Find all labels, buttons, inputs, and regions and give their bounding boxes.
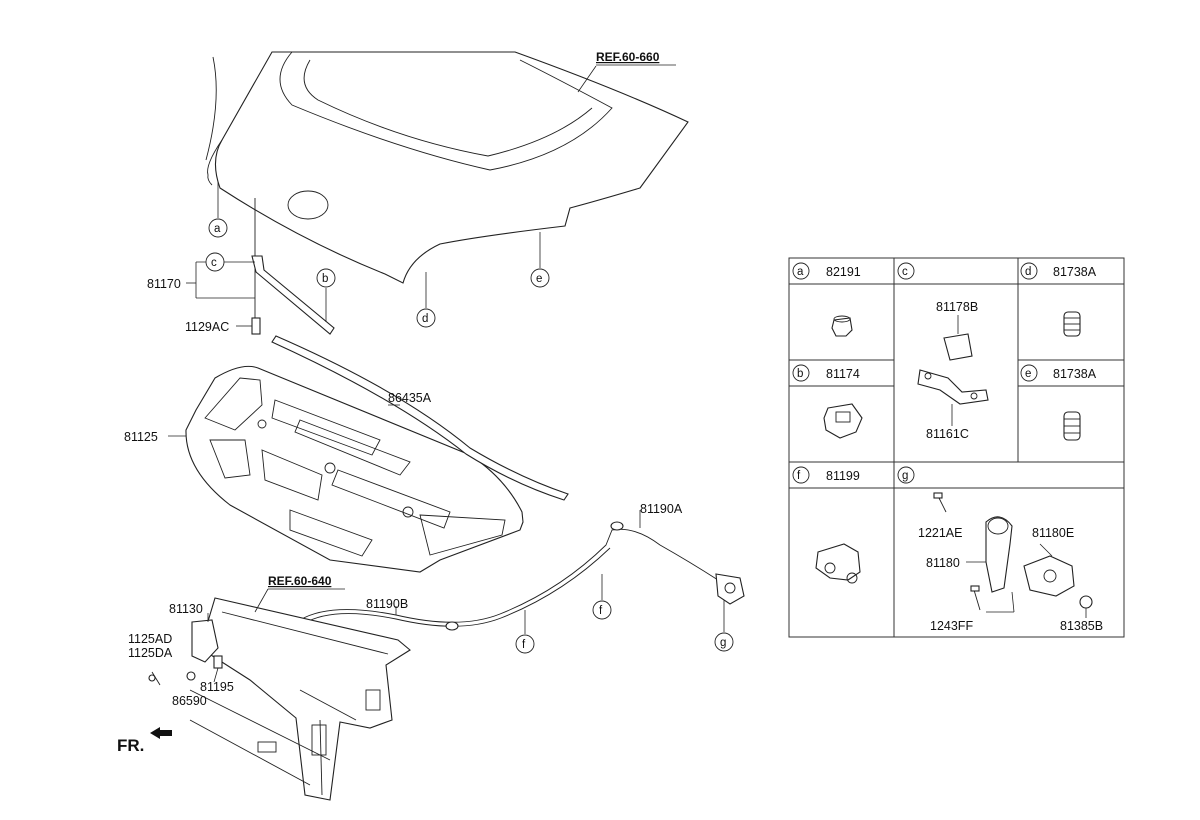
hood-bumper: 86590 [172,671,207,708]
hood-insulator: 81125 [124,365,524,573]
legend-cell-g: g 1221AE 81180E 81180 1243FF 81385B [897,466,1103,633]
callout-e-hood: e [530,232,550,288]
svg-text:1243FF: 1243FF [930,619,973,633]
svg-text:d: d [422,313,428,325]
svg-text:81738A: 81738A [1053,265,1097,279]
svg-text:81190A: 81190A [640,502,683,516]
svg-text:1129AC: 1129AC [185,320,229,334]
hood-panel [205,51,689,284]
svg-text:1221AE: 1221AE [918,526,962,540]
legend-cell-d: d 81738A [1020,262,1097,337]
svg-text:d: d [1025,266,1031,278]
svg-text:81178B: 81178B [936,300,978,314]
front-end-panel [189,597,411,801]
legend-cell-f: f 81199 [792,466,861,584]
svg-text:81190B: 81190B [366,597,408,611]
svg-text:e: e [1025,368,1031,380]
svg-text:c: c [902,266,908,278]
svg-text:FR.: FR. [117,736,144,755]
bolt-1129ac: 1129AC [185,320,252,334]
svg-text:81385B: 81385B [1060,619,1103,633]
svg-text:f: f [599,605,603,617]
svg-text:b: b [797,368,803,380]
legend-cell-e: e 81738A [1020,364,1097,441]
ref-hood-label: REF.60-660 [577,50,676,93]
svg-text:REF.60-640: REF.60-640 [268,574,332,588]
callout-b-stay: b [316,268,336,322]
ref-panel-label: REF.60-640 [254,574,345,613]
weatherstrip: 86435A [271,335,569,501]
svg-text:81180E: 81180E [1032,526,1074,540]
callout-f-cable-2: f [592,574,612,620]
svg-text:82191: 82191 [826,265,861,279]
legend-cell-c: c 81178B 81161C [897,262,989,441]
callout-d-hood: d [416,272,436,328]
svg-text:e: e [536,273,542,285]
legend-table [788,257,1125,638]
svg-text:a: a [797,266,804,278]
svg-text:81199: 81199 [826,469,860,483]
hood-latch: 81130 [169,602,219,663]
callout-a-hood: a [208,182,228,238]
svg-text:81174: 81174 [826,367,860,381]
svg-text:g: g [902,470,908,482]
latch-bolts: 1125AD 1125DA [128,632,173,686]
callout-f-cable-1: f [515,610,535,654]
legend-cell-b: b 81174 [792,364,863,439]
front-direction-marker: FR. [117,727,172,755]
svg-text:g: g [720,637,726,649]
svg-text:86590: 86590 [172,694,207,708]
svg-text:a: a [214,223,221,235]
svg-text:81195: 81195 [200,680,234,694]
release-cable: 81190A 81190B [299,502,745,631]
svg-text:1125DA: 1125DA [128,646,173,660]
svg-text:81170: 81170 [147,277,181,291]
legend-cell-a: a 82191 [792,262,861,337]
svg-text:81161C: 81161C [926,427,969,441]
svg-text:81130: 81130 [169,602,203,616]
svg-text:86435A: 86435A [388,391,432,405]
callout-g-lever: g [714,600,734,652]
svg-text:b: b [322,273,328,285]
svg-text:81180: 81180 [926,556,960,570]
striker-part: 81195 [200,655,234,694]
svg-text:81738A: 81738A [1053,367,1097,381]
svg-text:f: f [522,639,526,651]
svg-text:81125: 81125 [124,430,158,444]
svg-text:f: f [797,470,801,482]
svg-text:REF.60-660: REF.60-660 [596,50,660,64]
callout-c-hinge: c [205,252,225,272]
svg-text:c: c [211,257,217,269]
svg-text:1125AD: 1125AD [128,632,172,646]
